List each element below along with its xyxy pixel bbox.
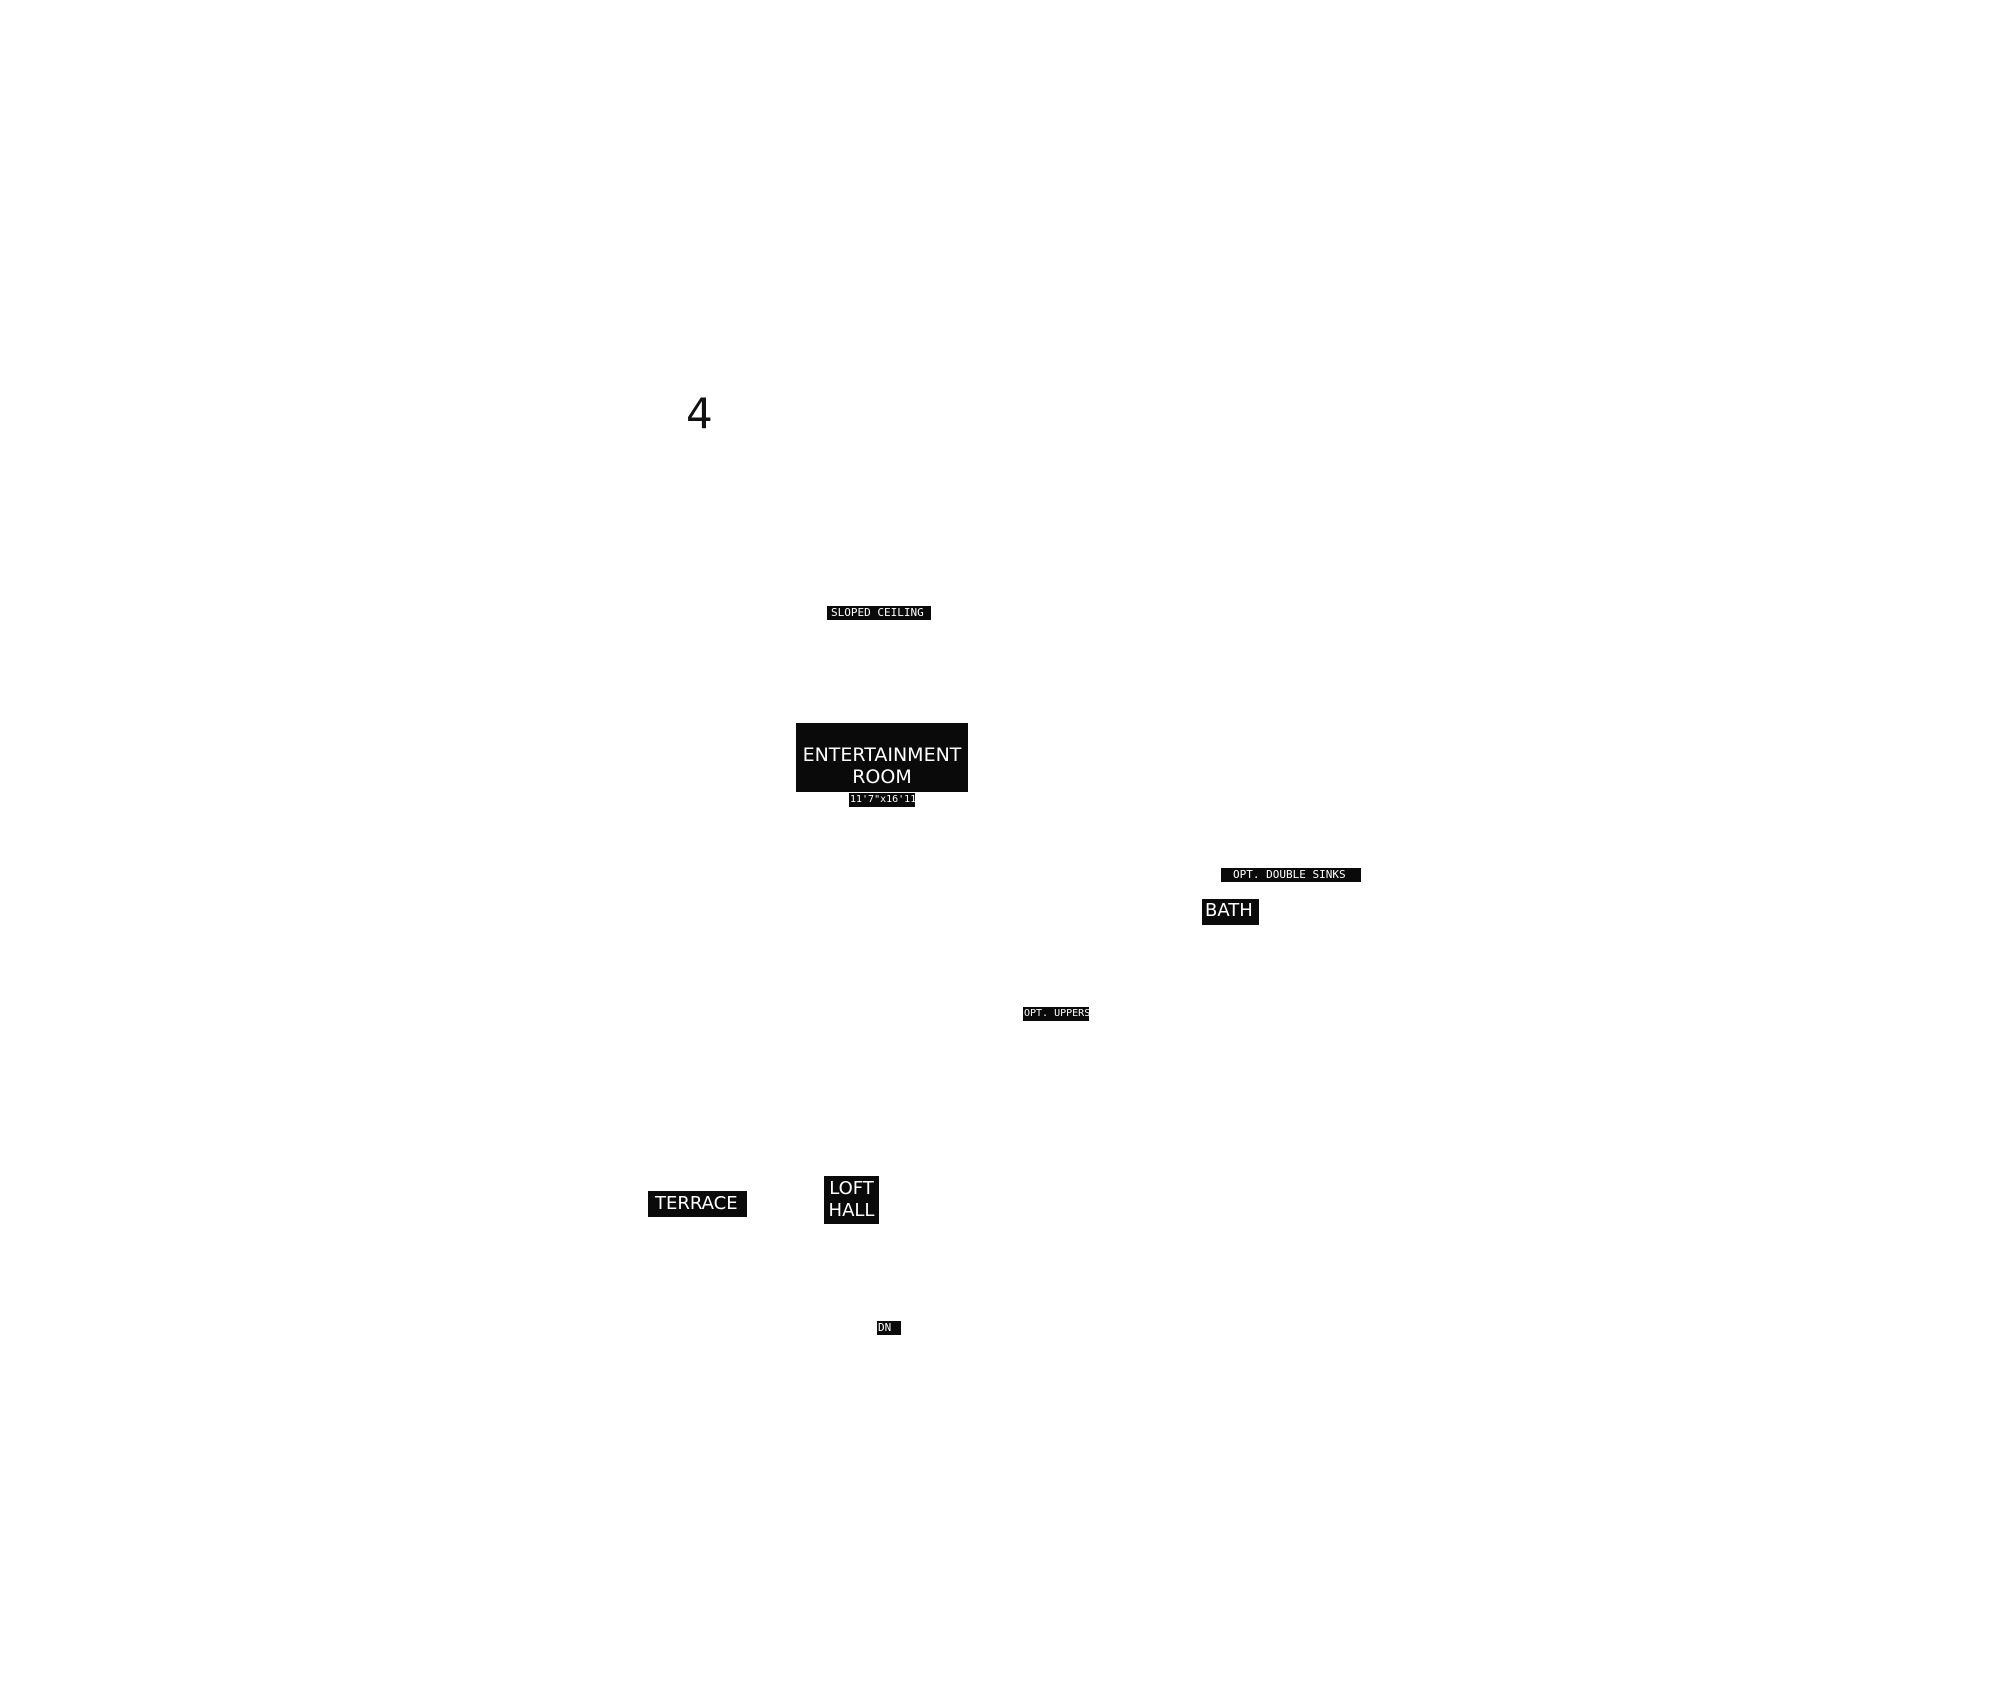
entertainment-room-dimensions: 11'7"x16'11" xyxy=(849,793,923,807)
bath-label: BATH xyxy=(1202,899,1259,925)
opt-uppers-label: OPT. UPPERS xyxy=(1023,1007,1091,1021)
loft-hall-label-line1: LOFT xyxy=(829,1178,874,1199)
sloped-ceiling-label: SLOPED CEILING xyxy=(827,606,931,620)
level-number: 4 xyxy=(686,389,713,438)
stairs-down-label: DN xyxy=(877,1321,901,1335)
entertainment-room-label: ENTERTAINMENT ROOM xyxy=(796,723,968,792)
entertainment-room-label-line1: ENTERTAINMENT xyxy=(802,744,962,766)
loft-hall-label: LOFT HALL xyxy=(824,1176,879,1224)
entertainment-room-label-line2: ROOM xyxy=(852,766,912,788)
loft-hall-label-line2: HALL xyxy=(828,1200,875,1221)
opt-double-sinks-label: OPT. DOUBLE SINKS xyxy=(1221,868,1361,882)
terrace-label: TERRACE xyxy=(648,1191,747,1217)
